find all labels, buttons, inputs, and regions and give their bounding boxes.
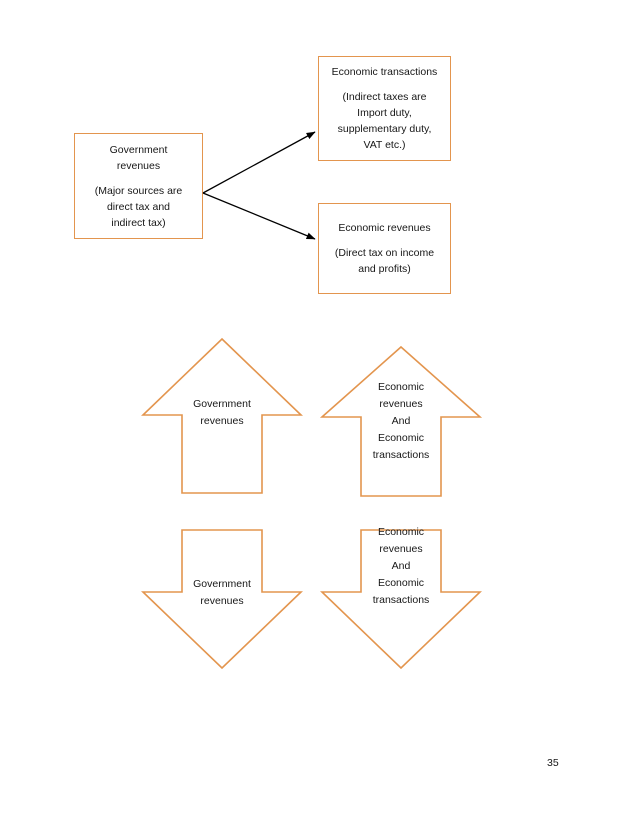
box-government-revenues: Government revenues (Major sources are d… — [74, 133, 203, 239]
up-right-line4: Economic — [377, 432, 425, 444]
down-right-line3: And — [391, 560, 411, 572]
box-trans-detail-line4: VAT etc.) — [363, 139, 406, 151]
down-right-line4: Economic — [377, 577, 425, 589]
down-arrow-government-revenues — [141, 529, 303, 670]
up-left-line2: revenues — [200, 415, 244, 427]
box-gov-detail-line3: indirect tax) — [111, 216, 166, 229]
down-right-line5: transactions — [372, 594, 430, 606]
down-right-line2: revenues — [379, 543, 423, 555]
up-arrow-left-label: Government revenues — [161, 396, 283, 430]
down-left-line1: Government — [193, 578, 251, 590]
up-right-line1: Economic — [377, 381, 425, 393]
box-trans-detail-line2: Import duty, — [357, 107, 412, 119]
up-right-line3: And — [391, 415, 411, 427]
down-right-line1: Economic — [377, 526, 425, 538]
box-gov-detail-line1: (Major sources are — [94, 184, 183, 197]
box-economic-transactions: Economic transactions (Indirect taxes ar… — [318, 56, 451, 161]
connector-to-economic-revenues — [202, 192, 316, 240]
box-trans-detail-line1: (Indirect taxes are — [342, 91, 427, 103]
connector-to-economic-transactions — [202, 131, 316, 194]
down-arrow-left-label: Government revenues — [161, 576, 283, 610]
up-left-line1: Government — [193, 398, 251, 410]
up-arrow-shape — [319, 345, 483, 497]
up-right-line2: revenues — [379, 398, 423, 410]
box-rev-detail-line2: and profits) — [358, 263, 411, 275]
box-gov-title-line2: revenues — [116, 159, 161, 172]
box-rev-detail-line1: (Direct tax on income — [334, 247, 435, 259]
page-number: 35 — [547, 757, 559, 769]
up-arrow-shape — [141, 337, 303, 494]
up-right-line5: transactions — [372, 449, 430, 461]
box-rev-title: Economic revenues — [338, 222, 431, 234]
up-arrow-economic-revenues-and-transactions — [319, 345, 483, 497]
down-arrow-economic-revenues-and-transactions — [320, 529, 482, 670]
up-arrow-government-revenues — [141, 337, 303, 494]
down-arrow-shape — [320, 529, 482, 670]
box-gov-detail-line2: direct tax and — [106, 200, 171, 213]
down-arrow-right-label: Economic revenues And Economic transacti… — [340, 524, 462, 609]
down-arrow-shape — [141, 529, 303, 670]
box-economic-revenues: Economic revenues (Direct tax on income … — [318, 203, 451, 294]
box-gov-title-line1: Government — [109, 143, 168, 156]
up-arrow-right-label: Economic revenues And Economic transacti… — [340, 379, 462, 464]
box-trans-title: Economic transactions — [331, 66, 438, 78]
down-left-line2: revenues — [200, 595, 244, 607]
box-trans-detail-line3: supplementary duty, — [337, 123, 432, 135]
